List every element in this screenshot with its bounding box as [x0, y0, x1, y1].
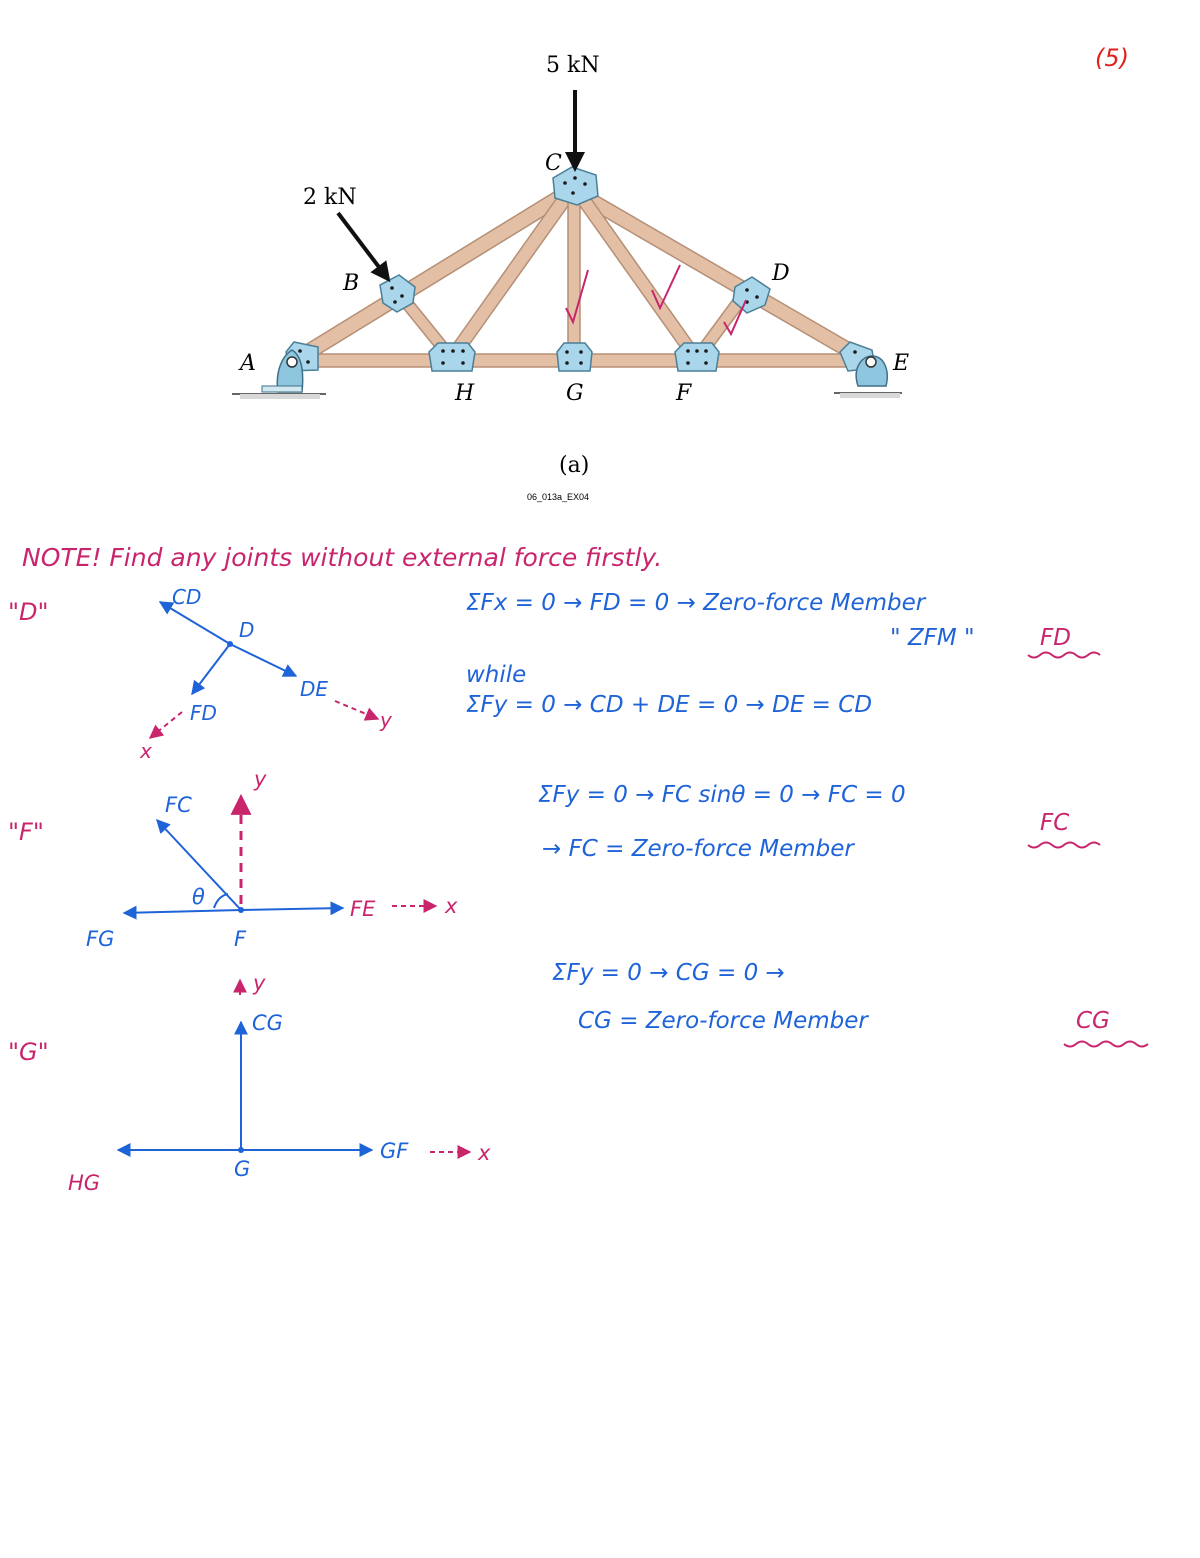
load-2kn-arrow: [336, 211, 391, 283]
joint-f-dot: [238, 907, 244, 913]
support-a: [232, 349, 326, 399]
d-fd-label: FD: [190, 701, 217, 725]
d-cd-label: CD: [172, 585, 201, 609]
d-de-label: DE: [300, 677, 328, 701]
joint-h-label: H: [454, 381, 475, 406]
joint-d-fbd: [158, 601, 298, 696]
d-x-label: x: [139, 739, 152, 763]
joint-g-dot: [238, 1147, 244, 1153]
cd-arrow: [158, 601, 231, 645]
joint-f-label: F: [675, 381, 692, 406]
d-eq1-fd: FD: [1040, 625, 1071, 651]
f-theta-label: θ: [192, 885, 205, 909]
d-y-label: y: [379, 708, 393, 732]
d-x-axis: [148, 711, 183, 739]
load-5kn-label: 5 kN: [546, 53, 600, 78]
check-mark-cf: [651, 264, 681, 311]
check-mark-fd: [723, 299, 747, 337]
g-y-label: y: [252, 971, 266, 995]
joint-f-section: "F" FC y θ FG F FE x ΣFy = 0 → FC sinθ =…: [8, 767, 1101, 951]
support-e: [834, 355, 902, 398]
plate-f: [674, 342, 720, 372]
plate-bolts: [298, 176, 857, 365]
d-while: while: [466, 662, 526, 688]
check-marks: [565, 264, 747, 337]
plate-d: [732, 276, 771, 314]
joint-g-section: "G" y CG HG G GF x ΣFy = 0 → CG = 0 → CG…: [8, 960, 1149, 1195]
check-mark-cg: [565, 269, 589, 325]
d-eq1: ΣFx = 0 → FD = 0 → Zero-force Member: [466, 590, 927, 616]
g-cg-underline: [1063, 1040, 1149, 1048]
plate-g: [556, 342, 593, 372]
g-x-label: x: [477, 1141, 491, 1165]
theta-arc: [213, 893, 229, 909]
note-text: NOTE! Find any joints without external f…: [22, 543, 662, 572]
figure-caption: (a): [559, 453, 589, 478]
f-eq2: → FC = Zero-force Member: [542, 836, 855, 862]
fd-arrow: [191, 643, 231, 696]
joint-e-label: E: [892, 351, 909, 376]
joint-d-section: "D" CD D FD DE x y ΣFx = 0 → FD = 0 → Ze…: [8, 585, 1101, 763]
f-fc-label: FC: [165, 793, 192, 817]
load-2kn-label: 2 kN: [303, 185, 357, 210]
plate-h: [428, 342, 476, 372]
d-eq2: ΣFy = 0 → CD + DE = 0 → DE = CD: [466, 692, 872, 718]
joint-f-title: "F": [8, 818, 44, 846]
member-cf: [571, 187, 704, 363]
top-chord-right: [565, 181, 875, 370]
g-eq1: ΣFy = 0 → CG = 0 →: [552, 960, 785, 986]
figure-code: 06_013a_EX04: [527, 492, 589, 502]
f-f-label: F: [234, 927, 247, 951]
de-arrow: [229, 643, 298, 677]
f-eq2-fc: FC: [1040, 810, 1069, 836]
f-fe-label: FE: [350, 897, 376, 921]
g-cg-label: CG: [252, 1011, 283, 1035]
joint-g-title: "G": [8, 1038, 49, 1066]
plate-b: [379, 274, 416, 313]
fg-arrow: [122, 905, 242, 920]
g-eq2-cg: CG: [1076, 1008, 1110, 1034]
fe-arrow: [240, 901, 345, 916]
f-eq1: ΣFy = 0 → FC sinθ = 0 → FC = 0: [538, 782, 906, 808]
member-cg: [567, 194, 581, 359]
d-eq1-zfm: " ZFM ": [890, 625, 975, 651]
f-fc-underline: [1027, 841, 1101, 849]
joint-d-label: D: [771, 261, 790, 286]
g-g-label: G: [234, 1157, 250, 1181]
member-hc: [443, 186, 577, 365]
page-number: (5): [1095, 44, 1129, 72]
joint-a-label: A: [238, 351, 256, 376]
d-fd-underline: [1027, 651, 1101, 659]
joint-d-title: "D": [8, 598, 49, 626]
g-hg-label: HG: [68, 1171, 100, 1195]
g-gf-label: GF: [380, 1139, 409, 1163]
f-fg-label: FG: [86, 927, 114, 951]
joint-b-label: B: [342, 271, 359, 296]
g-eq2: CG = Zero-force Member: [578, 1008, 869, 1034]
f-y-label: y: [253, 767, 267, 791]
d-y-axis: [334, 700, 380, 721]
joint-d-dot: [227, 641, 233, 647]
d-d-label: D: [239, 618, 254, 642]
truss-figure: 5 kN 2 kN A B C D E F G H (a) 06_013a_EX…: [232, 53, 909, 502]
f-x-label: x: [444, 894, 458, 918]
joint-g-label: G: [566, 381, 584, 406]
joint-c-label: C: [545, 151, 562, 176]
